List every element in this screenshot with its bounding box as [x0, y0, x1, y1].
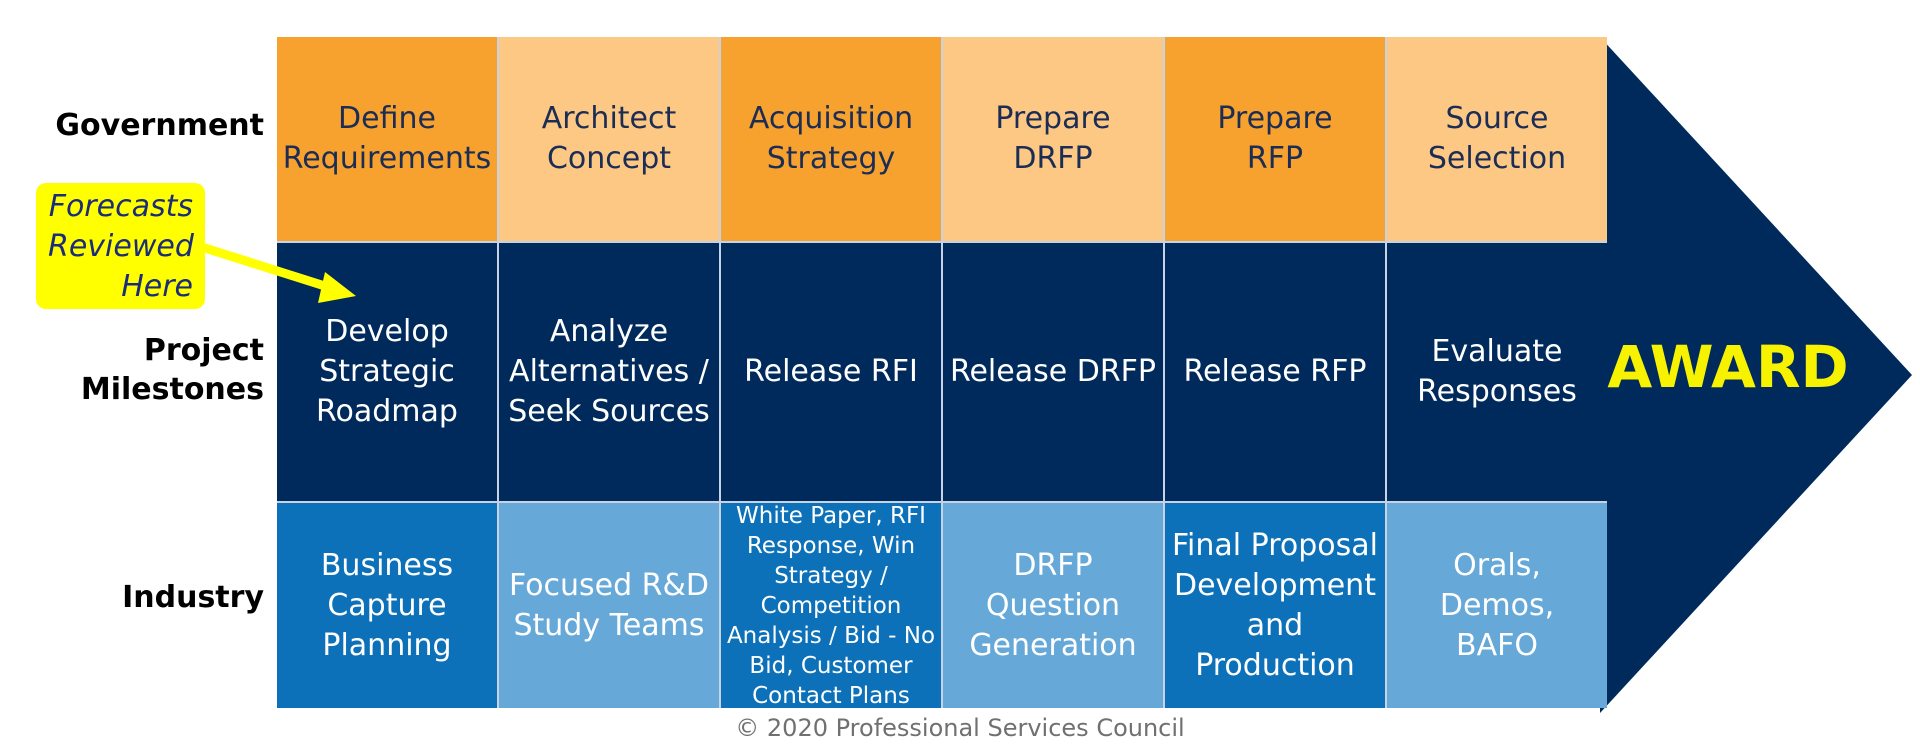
row-label-project-milestones: Project Milestones — [80, 333, 264, 407]
milestone-release-drfp: Release DRFP — [943, 243, 1163, 501]
industry-orals-demos-bafo: Orals,Demos,BAFO — [1387, 503, 1607, 708]
milestone-release-rfp: Release RFP — [1165, 243, 1385, 501]
milestone-release-rfi: Release RFI — [721, 243, 941, 501]
row-label-industry: Industry — [122, 580, 264, 615]
row-label-government: Government — [55, 108, 264, 143]
copyright-footer: © 2020 Professional Services Council — [735, 714, 1185, 742]
forecasts-callout: Forecasts Reviewed Here — [36, 183, 205, 309]
award-label: AWARD — [1607, 333, 1849, 401]
